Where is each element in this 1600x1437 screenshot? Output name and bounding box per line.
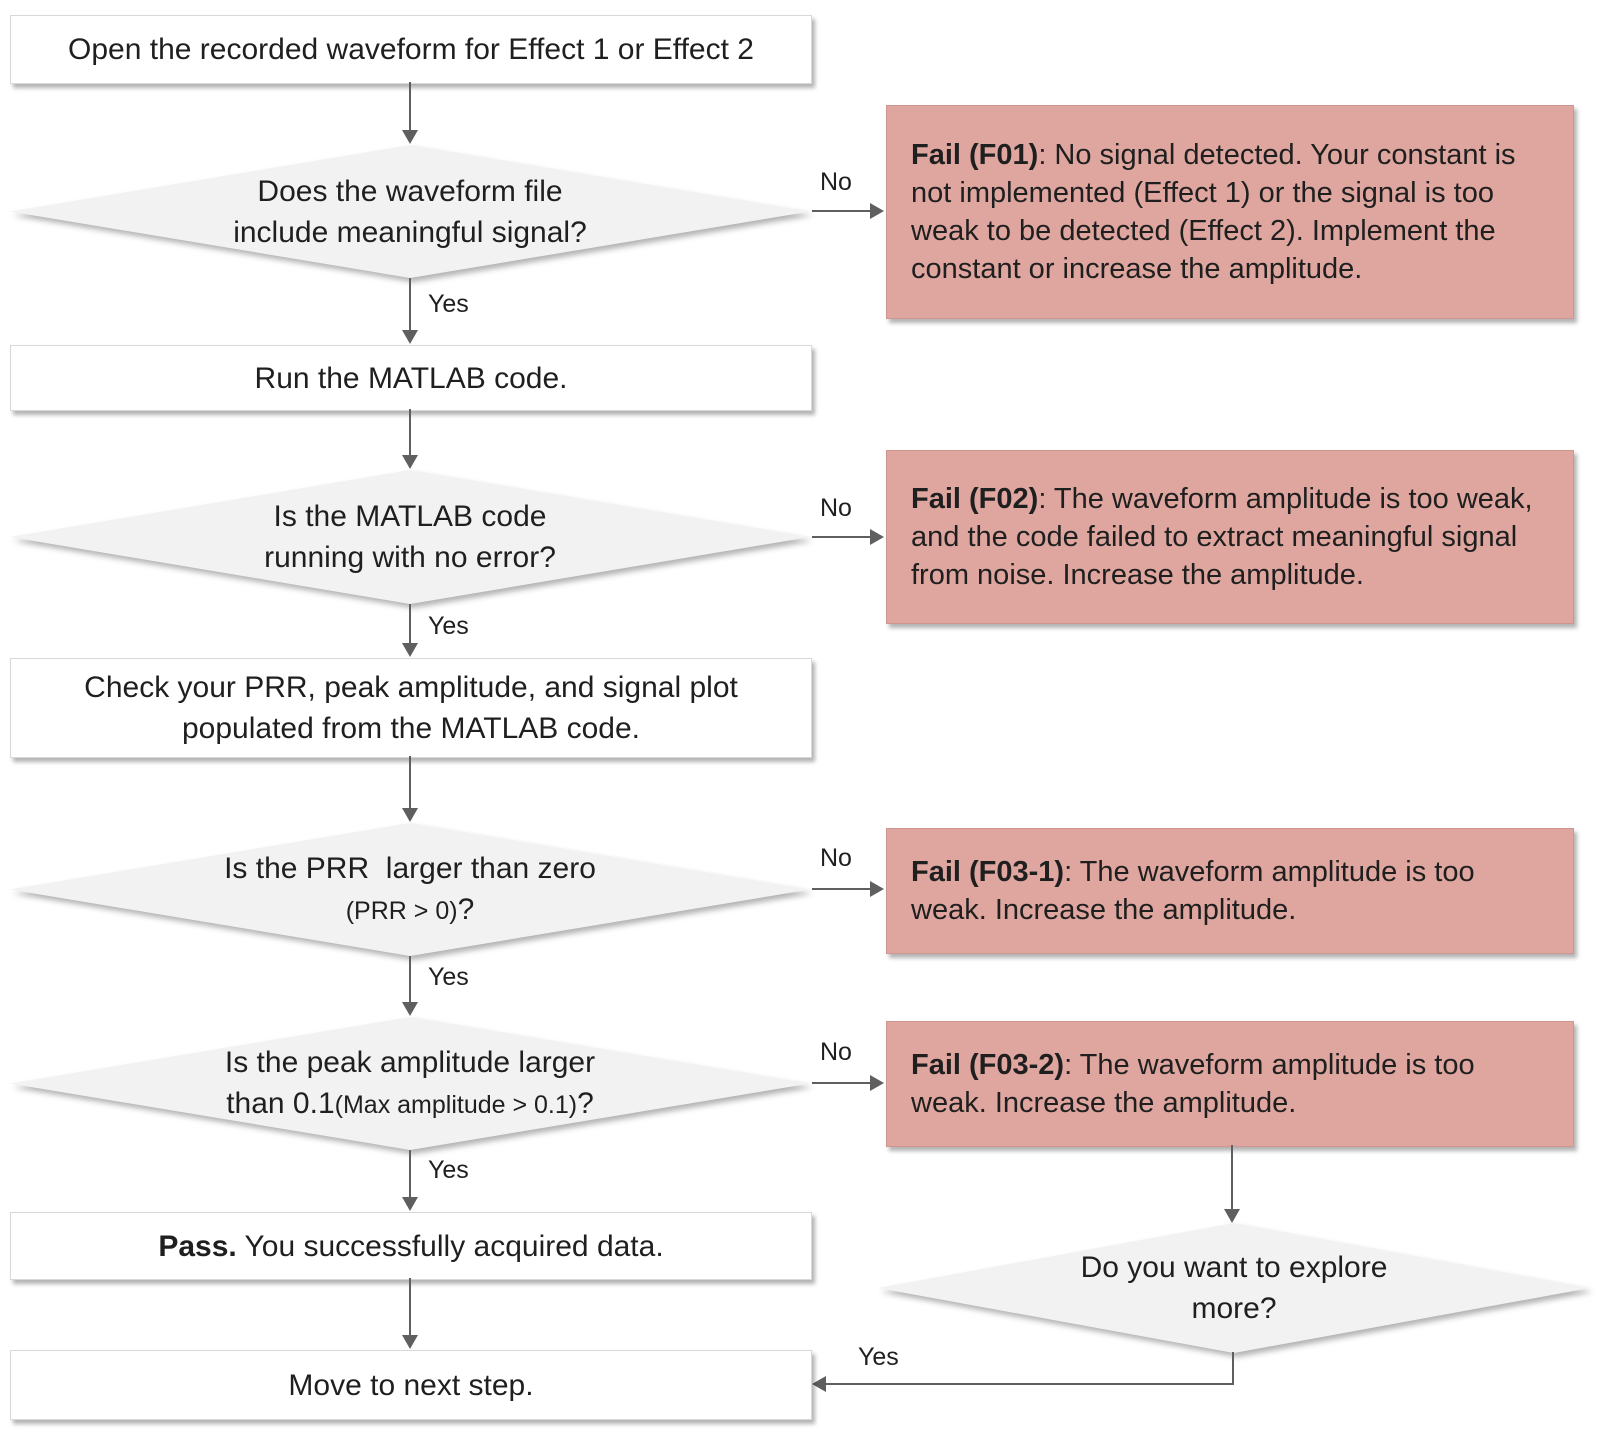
fail-f01-message: : No signal detected. Your constant is n… bbox=[911, 139, 1524, 285]
yes-label: Yes bbox=[858, 1343, 899, 1371]
arrow-down-icon bbox=[402, 130, 418, 144]
diamond-shape bbox=[10, 470, 810, 604]
arrow-down-icon bbox=[402, 1335, 418, 1349]
decision-question-mark: ? bbox=[577, 1086, 594, 1120]
arrow-right-icon bbox=[870, 1075, 884, 1091]
start-label: Open the recorded waveform for Effect 1 … bbox=[68, 33, 754, 66]
arrow-down-icon bbox=[402, 330, 418, 344]
decision-line: more? bbox=[1191, 1292, 1277, 1325]
arrow-down-icon bbox=[1224, 1209, 1240, 1223]
decision-line: include meaningful signal? bbox=[233, 215, 587, 249]
no-label: No bbox=[820, 494, 852, 522]
arrow-right-icon bbox=[870, 203, 884, 219]
no-label: No bbox=[820, 844, 852, 872]
arrow-line bbox=[409, 409, 411, 457]
arrow-down-icon bbox=[402, 808, 418, 822]
arrow-line bbox=[1232, 1352, 1234, 1385]
fail-f02-text: Fail (F02): The waveform amplitude is to… bbox=[887, 480, 1573, 594]
fail-f02-message: : The waveform amplitude is too weak, an… bbox=[911, 483, 1541, 591]
move-next-step-label: Move to next step. bbox=[288, 1368, 534, 1402]
yes-label: Yes bbox=[428, 963, 469, 991]
diamond-shape bbox=[878, 1223, 1590, 1353]
pass-message: You successfully acquired data. bbox=[236, 1229, 664, 1263]
no-label: No bbox=[820, 168, 852, 196]
arrow-line bbox=[409, 604, 411, 645]
arrow-line bbox=[824, 1383, 1234, 1385]
decision-threshold: than 0.1 bbox=[226, 1086, 335, 1120]
decision-line: Do you want to explore bbox=[1080, 1251, 1388, 1284]
fail-f03-2-box: Fail (F03-2): The waveform amplitude is … bbox=[886, 1021, 1574, 1147]
arrow-line bbox=[409, 1150, 411, 1199]
diamond-shape bbox=[10, 823, 810, 956]
fail-f03-2-message: : The waveform amplitude is too weak. In… bbox=[911, 1049, 1483, 1119]
decision-prr-positive-text: Is the PRR larger than zero (PRR > 0)? bbox=[10, 823, 810, 956]
check-results-line: populated from the MATLAB code. bbox=[181, 712, 641, 745]
run-matlab-box: Run the MATLAB code. bbox=[10, 345, 812, 411]
arrow-line bbox=[409, 278, 411, 332]
fail-f02-code: Fail (F02) bbox=[911, 483, 1039, 515]
arrow-line bbox=[812, 536, 872, 538]
arrow-line bbox=[812, 888, 872, 890]
arrow-down-icon bbox=[402, 455, 418, 469]
no-label: No bbox=[820, 1038, 852, 1066]
arrow-line bbox=[409, 82, 411, 132]
arrow-line bbox=[409, 756, 411, 810]
arrow-line bbox=[1231, 1145, 1233, 1211]
fail-f03-1-box: Fail (F03-1): The waveform amplitude is … bbox=[886, 828, 1574, 954]
yes-label: Yes bbox=[428, 290, 469, 318]
check-results-line: Check your PRR, peak amplitude, and sign… bbox=[84, 671, 738, 704]
yes-label: Yes bbox=[428, 1156, 469, 1184]
decision-no-error-text: Is the MATLAB code running with no error… bbox=[10, 470, 810, 604]
decision-line: Does the waveform file bbox=[257, 174, 563, 208]
fail-f03-2-code: Fail (F03-2) bbox=[911, 1049, 1065, 1081]
fail-f03-2-text: Fail (F03-2): The waveform amplitude is … bbox=[887, 1046, 1573, 1122]
pass-word: Pass. bbox=[158, 1229, 237, 1263]
start-box: Open the recorded waveform for Effect 1 … bbox=[10, 15, 812, 84]
fail-f02-box: Fail (F02): The waveform amplitude is to… bbox=[886, 450, 1574, 624]
arrow-right-icon bbox=[870, 881, 884, 897]
arrow-left-icon bbox=[812, 1376, 826, 1392]
arrow-down-icon bbox=[402, 1002, 418, 1016]
arrow-line bbox=[409, 1278, 411, 1337]
decision-question-mark: ? bbox=[457, 892, 475, 926]
pass-text: Pass. You successfully acquired data. bbox=[158, 1226, 663, 1267]
fail-f03-1-text: Fail (F03-1): The waveform amplitude is … bbox=[887, 853, 1573, 929]
arrow-down-icon bbox=[402, 643, 418, 657]
decision-peak-amplitude-text: Is the peak amplitude larger than 0.1(Ma… bbox=[10, 1017, 810, 1150]
decision-line: (PRR > 0)? bbox=[346, 889, 475, 932]
move-next-step-box: Move to next step. bbox=[10, 1350, 812, 1420]
decision-meaningful-signal-text: Does the waveform file include meaningfu… bbox=[10, 145, 810, 278]
arrow-down-icon bbox=[402, 1197, 418, 1211]
decision-line: Is the peak amplitude larger bbox=[224, 1045, 596, 1079]
decision-line: Is the MATLAB code bbox=[273, 500, 547, 533]
decision-line: than 0.1(Max amplitude > 0.1)? bbox=[226, 1083, 594, 1126]
run-matlab-label: Run the MATLAB code. bbox=[254, 361, 568, 395]
decision-meaningful-signal: Does the waveform file include meaningfu… bbox=[10, 145, 810, 278]
decision-line: running with no error? bbox=[264, 541, 556, 574]
arrow-line bbox=[409, 956, 411, 1004]
arrow-line bbox=[812, 210, 872, 212]
yes-label: Yes bbox=[428, 612, 469, 640]
arrow-right-icon bbox=[870, 529, 884, 545]
check-results-box: Check your PRR, peak amplitude, and sign… bbox=[10, 658, 812, 758]
fail-f03-1-code: Fail (F03-1) bbox=[911, 856, 1065, 888]
pass-box: Pass. You successfully acquired data. bbox=[10, 1212, 812, 1280]
decision-no-error: Is the MATLAB code running with no error… bbox=[10, 470, 810, 604]
fail-f01-code: Fail (F01) bbox=[911, 139, 1039, 171]
decision-formula: (Max amplitude > 0.1) bbox=[334, 1090, 578, 1119]
diamond-shape bbox=[10, 1017, 810, 1150]
decision-formula: (PRR > 0) bbox=[345, 896, 458, 925]
fail-f01-box: Fail (F01): No signal detected. Your con… bbox=[886, 105, 1574, 319]
fail-f03-1-message: : The waveform amplitude is too weak. In… bbox=[911, 856, 1483, 926]
fail-f01-text: Fail (F01): No signal detected. Your con… bbox=[887, 136, 1573, 288]
decision-explore-more-text: Do you want to explore more? bbox=[878, 1223, 1590, 1353]
decision-peak-amplitude: Is the peak amplitude larger than 0.1(Ma… bbox=[10, 1017, 810, 1150]
diamond-shape bbox=[10, 145, 810, 278]
decision-explore-more: Do you want to explore more? bbox=[878, 1223, 1590, 1353]
decision-line: Is the PRR larger than zero bbox=[224, 851, 596, 885]
arrow-line bbox=[812, 1082, 872, 1084]
decision-prr-positive: Is the PRR larger than zero (PRR > 0)? bbox=[10, 823, 810, 956]
